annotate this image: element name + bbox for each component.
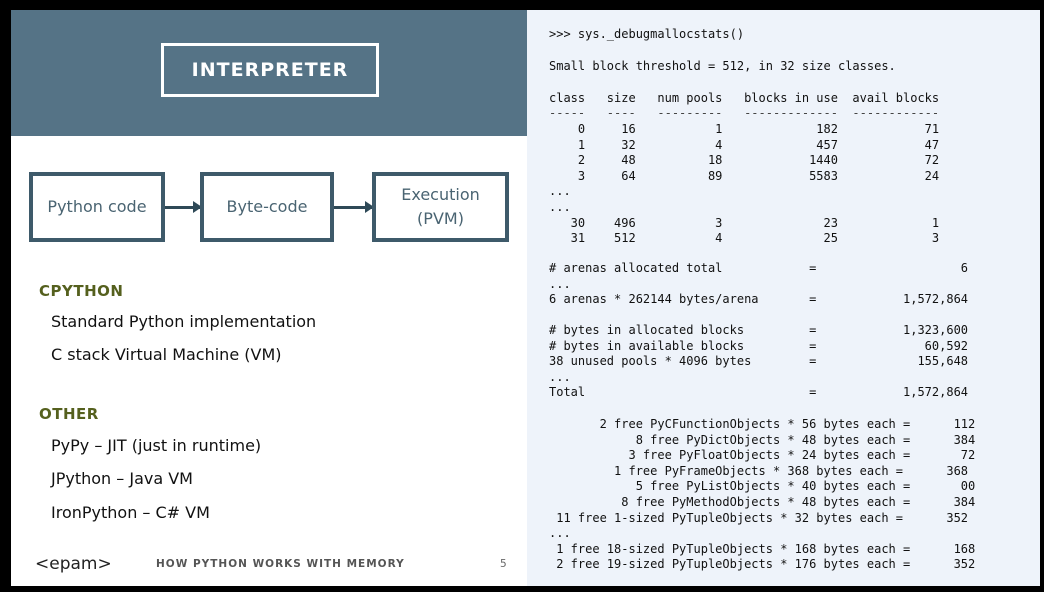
console-line: 2 48 18 1440 72 xyxy=(549,153,940,168)
console-line: 1 free PyFrameObjects * 368 bytes each =… xyxy=(549,463,969,478)
console-line: ... xyxy=(549,184,571,199)
console-line: 8 free PyDictObjects * 48 bytes each = 3… xyxy=(549,432,976,447)
section-heading-other: OTHER xyxy=(39,405,99,423)
footer-title: HOW PYTHON WORKS WITH MEMORY xyxy=(156,558,405,570)
console-table-rule: ----- ---- --------- ------------- -----… xyxy=(549,106,940,120)
console-line: 2 free 19-sized PyTupleObjects * 176 byt… xyxy=(549,557,976,572)
flow-box-execution: Execution (PVM) xyxy=(372,172,509,242)
console-line: # bytes in allocated blocks = 1,323,600 xyxy=(549,323,969,337)
list-item: PyPy – JIT (just in runtime) xyxy=(51,436,262,455)
console-line: ... xyxy=(549,200,571,214)
flow-arrow-1 xyxy=(165,201,202,213)
console-prompt-line: >>> sys._debugmallocstats() xyxy=(549,27,745,41)
console-line: Total = 1,572,864 xyxy=(549,385,969,400)
console-line: 3 free PyFloatObjects * 24 bytes each = … xyxy=(549,448,976,463)
console-line: 0 16 1 182 71 xyxy=(549,122,940,136)
flow-box-python-code: Python code xyxy=(29,172,165,242)
console-line: # bytes in available blocks = 60,592 xyxy=(549,338,969,353)
console-line: 30 496 3 23 1 xyxy=(549,215,940,230)
console-line: 11 free 1-sized PyTupleObjects * 32 byte… xyxy=(549,510,969,525)
list-item: Standard Python implementation xyxy=(51,312,317,331)
console-line: ... xyxy=(549,276,571,291)
console-line: 3 64 89 5583 24 xyxy=(549,168,940,183)
slide-title: INTERPRETER xyxy=(161,43,379,97)
console-line: ... xyxy=(549,369,571,384)
console-line: 31 512 4 25 3 xyxy=(549,231,940,246)
console-line: 2 free PyCFunctionObjects * 56 bytes eac… xyxy=(549,417,976,431)
flow-arrow-2 xyxy=(334,201,374,213)
console-line: 5 free PyListObjects * 40 bytes each = 0… xyxy=(549,479,976,494)
console-line: 8 free PyMethodObjects * 48 bytes each =… xyxy=(549,495,976,509)
list-item: IronPython – C# VM xyxy=(51,503,210,522)
list-item: C stack Virtual Machine (VM) xyxy=(51,345,282,364)
epam-logo: <epam> xyxy=(35,554,112,574)
console-output-panel: >>> sys._debugmallocstats() Small block … xyxy=(527,10,1040,586)
slide-header: INTERPRETER xyxy=(11,10,527,136)
console-threshold-line: Small block threshold = 512, in 32 size … xyxy=(549,59,896,73)
console-line: # arenas allocated total = 6 xyxy=(549,261,969,275)
console-table-header: class size num pools blocks in use avail… xyxy=(549,91,940,105)
flow-box-byte-code: Byte-code xyxy=(200,172,334,242)
console-line: 6 arenas * 262144 bytes/arena = 1,572,86… xyxy=(549,292,969,307)
section-heading-cpython: CPYTHON xyxy=(39,282,124,300)
list-item: JPython – Java VM xyxy=(51,469,193,488)
slide-left-panel: INTERPRETER Python code Byte-code Execut… xyxy=(11,10,527,586)
console-line: 38 unused pools * 4096 bytes = 155,648 xyxy=(549,354,969,369)
page-number: 5 xyxy=(500,558,507,570)
console-line: 1 32 4 457 47 xyxy=(549,137,940,152)
console-line: 1 free 18-sized PyTupleObjects * 168 byt… xyxy=(549,541,976,556)
console-line: ... xyxy=(549,526,571,541)
